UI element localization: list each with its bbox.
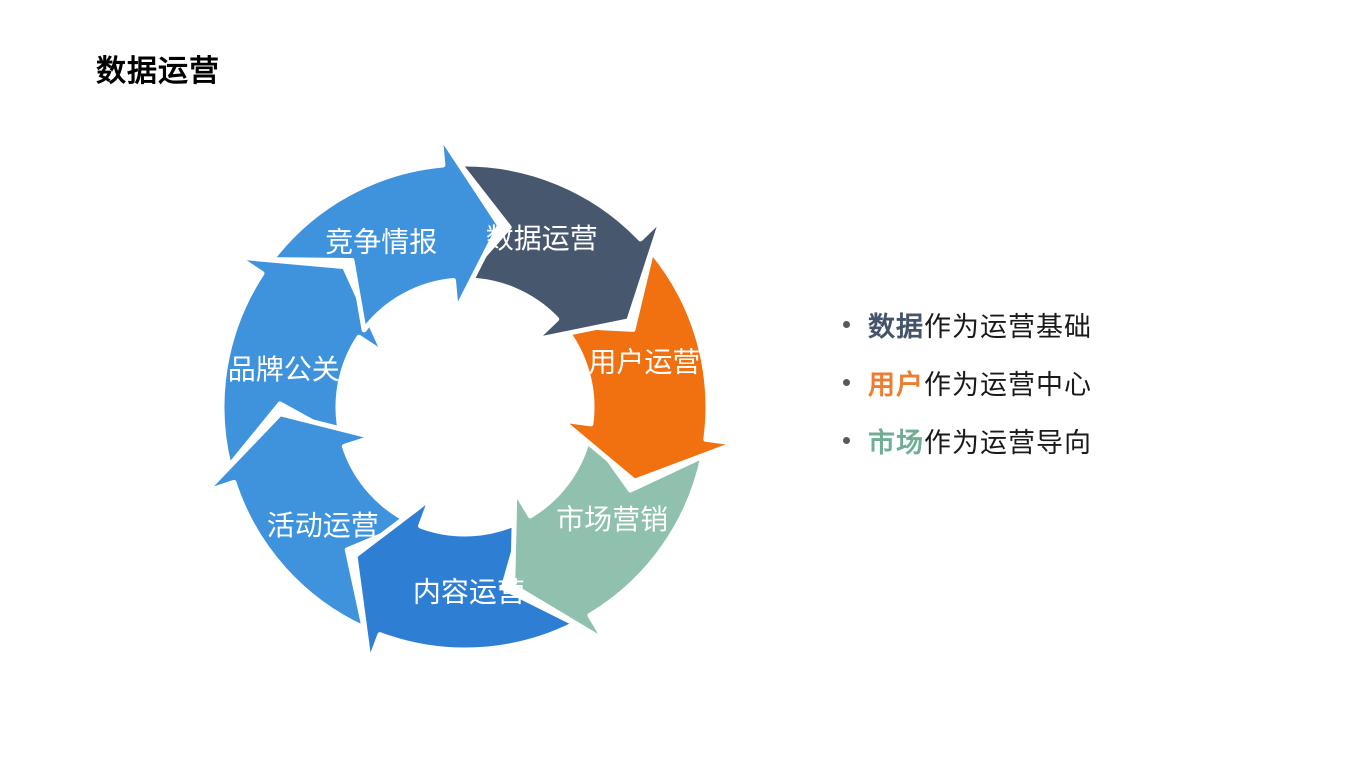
cycle-segment-6 [269, 132, 503, 333]
bullet-keyword: 市场 [868, 427, 924, 458]
bullet-item: 数据作为运营基础 [843, 306, 1092, 342]
bullet-item: 市场作为运营导向 [843, 422, 1092, 458]
slide-title: 数据运营 [96, 55, 220, 88]
bullet-text: 作为运营中心 [924, 369, 1092, 400]
cycle-segment-3 [352, 495, 578, 666]
cycle-segment-5 [219, 254, 387, 469]
bullet-list: 数据作为运营基础 用户作为运营中心 市场作为运营导向 [843, 306, 1092, 480]
bullet-dot [843, 378, 850, 386]
bullet-item: 用户作为运营中心 [843, 364, 1092, 400]
cycle-segment-label-5: 品牌公关 [228, 354, 340, 385]
bullet-keyword: 用户 [868, 369, 924, 400]
bullet-keyword: 数据 [868, 311, 924, 342]
cycle-segment-label-0: 数据运营 [486, 223, 598, 254]
cycle-segment-2 [510, 430, 706, 644]
bullet-dot [843, 320, 850, 328]
bullet-text: 作为运营基础 [924, 311, 1092, 342]
cycle-segment-label-6: 竞争情报 [325, 227, 437, 258]
cycle-segment-1 [558, 249, 739, 484]
cycle-segment-0 [457, 161, 665, 343]
cycle-segment-label-3: 内容运营 [413, 577, 525, 608]
cycle-segment-label-4: 活动运营 [267, 510, 379, 541]
cycle-segment-4 [203, 411, 415, 631]
cycle-segment-label-1: 用户运营 [588, 347, 700, 378]
cycle-segment-label-2: 市场营销 [556, 504, 668, 535]
bullet-text: 作为运营导向 [924, 427, 1092, 458]
bullet-dot [843, 436, 850, 444]
